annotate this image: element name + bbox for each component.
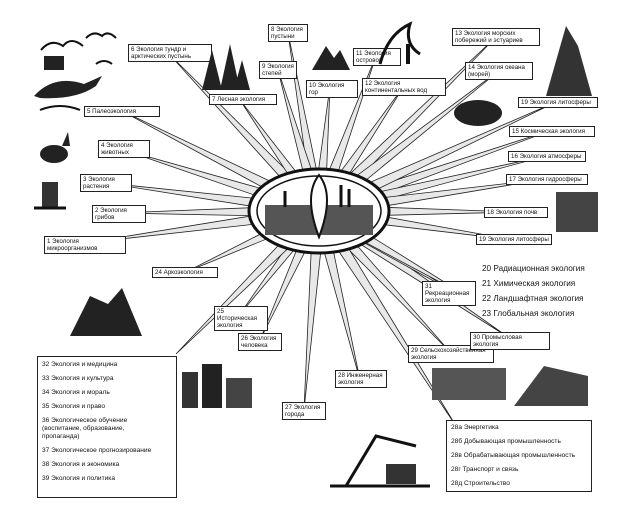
label-14: 14 Экология океана (морей) xyxy=(465,62,533,80)
label-8: 8 Экология пустыни xyxy=(268,24,308,42)
label-26: 26 Экология человека xyxy=(238,333,282,351)
label-5: 5 Палеоэкология xyxy=(84,106,160,117)
label-13: 13 Экология морских побережий и эстуарие… xyxy=(452,28,540,46)
list-item: 21 Химическая экология xyxy=(482,279,576,288)
label-25: 25 Историческая экология xyxy=(214,306,268,331)
list-item: 20 Радиационная экология xyxy=(482,264,585,273)
label-28: 28 Инженерная экология xyxy=(335,370,387,388)
list-item: 37 Экологическое прогнозирование xyxy=(42,447,152,454)
label-4: 4 Экология животных xyxy=(98,140,150,158)
label-9: 9 Экология степей xyxy=(259,61,297,79)
mountain-icon xyxy=(546,26,592,96)
label-18: 18 Экология почв xyxy=(484,207,548,218)
list-item: 38 Экология и экономика xyxy=(42,461,120,468)
list-item: 22 Ландшафтная экология xyxy=(482,294,584,303)
list-item: 32 Экология и медицина xyxy=(42,361,118,368)
label-16: 16 Экология атмосферы xyxy=(508,151,586,162)
left-list: 32 Экология и медицина 33 Экология и кул… xyxy=(37,356,177,498)
label-3: 3 Экология растения xyxy=(80,174,132,192)
label-10: 10 Экология гор xyxy=(306,80,358,98)
label-31: 31 Рекреационная экология xyxy=(422,281,476,306)
field-icon xyxy=(556,192,598,232)
birds-icon xyxy=(40,32,117,70)
label-2: 2 Экология грибов xyxy=(92,205,146,223)
label-19b: 19 Экология литосферы xyxy=(476,234,552,245)
label-30: 30 Промысловая экология xyxy=(470,332,550,350)
label-19a: 19 Экология литосферы xyxy=(518,97,598,108)
tree-icon xyxy=(34,182,66,210)
central-emblem xyxy=(247,167,391,255)
label-1: 1 Экология микроорганизмов xyxy=(44,236,126,254)
animal-icon xyxy=(40,132,70,163)
list-item: 28в Обрабатывающая промышленность xyxy=(451,452,576,459)
list-item: 28б Добывающая промышленность xyxy=(451,438,561,445)
mountain-icon xyxy=(312,46,350,70)
animal-icon xyxy=(70,288,142,336)
list-item: 35 Экология и право xyxy=(42,403,105,410)
crane-icon xyxy=(330,434,430,488)
list-item: 36 Экологическое обучение (воспитание, о… xyxy=(42,417,128,440)
label-11: 11 Экология островов xyxy=(353,48,401,66)
animal-icon xyxy=(34,76,102,111)
label-24: 24 Аркоэкология xyxy=(152,267,218,278)
right-list: 20 Радиационная экология 21 Химическая э… xyxy=(478,262,610,326)
label-15: 15 Космическая экология xyxy=(509,126,595,137)
tractor-icon xyxy=(432,368,506,400)
list-item: 28д Строительство xyxy=(451,480,510,487)
tree-icon xyxy=(202,44,250,90)
city-icon xyxy=(182,364,252,408)
list-item: 33 Экология и культура xyxy=(42,375,114,382)
label-27: 27 Экология города xyxy=(282,402,326,420)
list-item: 23 Глобальная экология xyxy=(482,309,575,318)
list-item: 28г Транспорт и связь xyxy=(451,466,519,473)
factory-icon xyxy=(514,366,588,406)
label-12: 12 Экология континентальных вод xyxy=(362,78,446,96)
list-item: 28а Энергетика xyxy=(451,424,499,431)
label-6: 6 Экология тундр и арктических пустынь xyxy=(128,44,212,62)
label-17: 17 Экология гидросферы xyxy=(506,174,588,185)
tree-icon xyxy=(378,21,421,65)
list-item: 39 Экология и политика xyxy=(42,475,116,482)
label-7: 7 Лесная экология xyxy=(209,94,277,105)
fish-icon xyxy=(454,100,502,126)
list-item: 34 Экология и мораль xyxy=(42,389,110,396)
bottom-list: 28а Энергетика 28б Добывающая промышленн… xyxy=(446,420,592,492)
